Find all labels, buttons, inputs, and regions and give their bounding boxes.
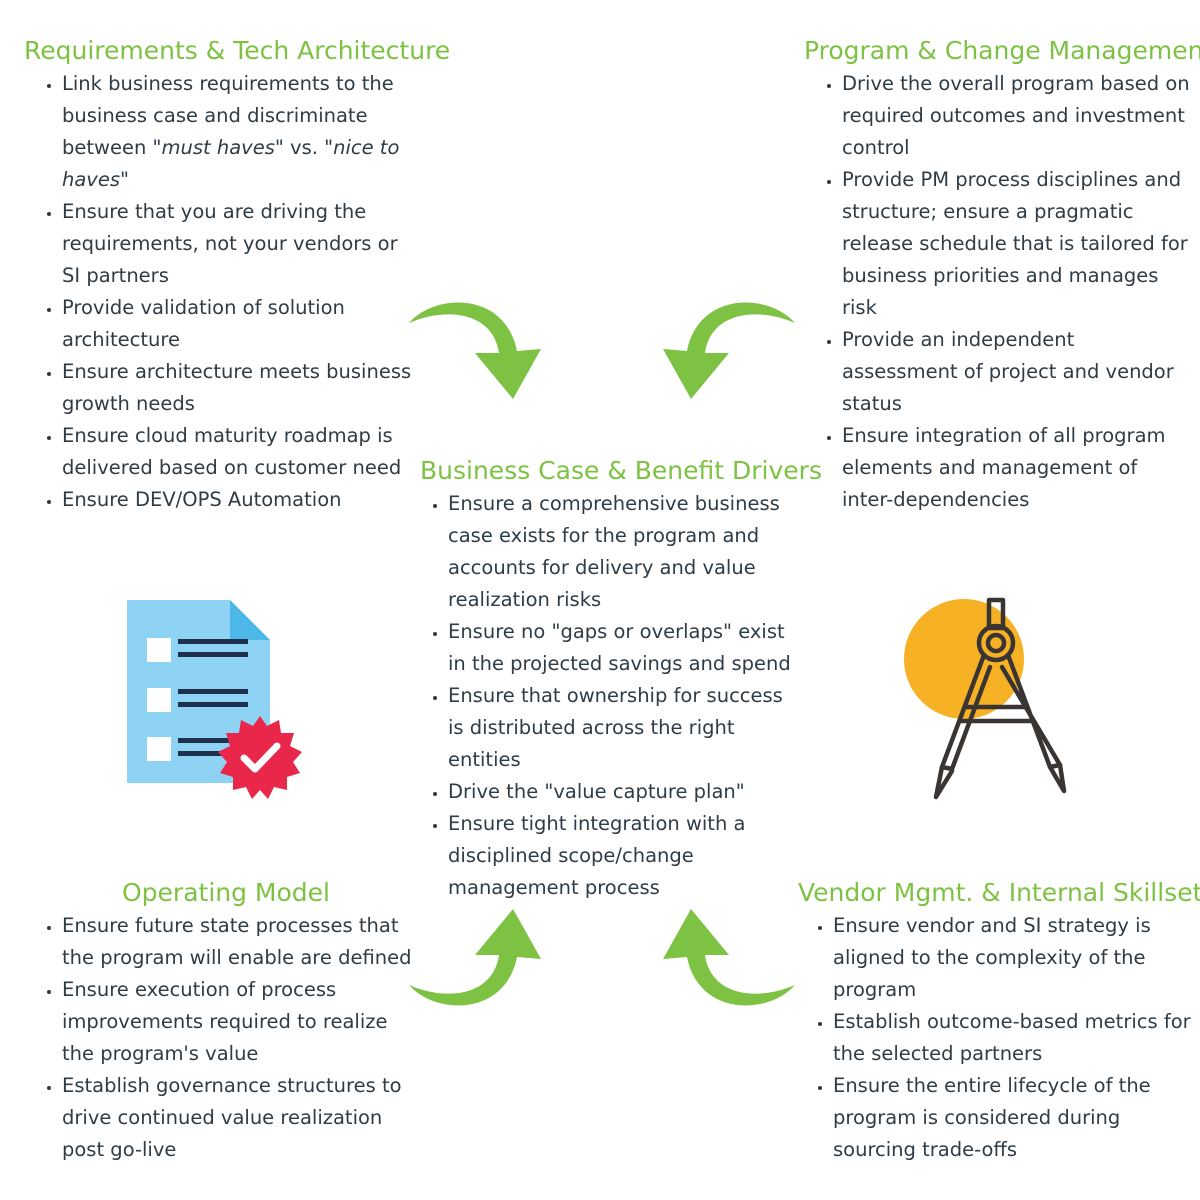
list-item: Link business requirements to the busine… <box>62 68 414 196</box>
curved-arrow-icon <box>663 909 795 1006</box>
vendor-list: Ensure vendor and SI strategy is aligned… <box>798 910 1198 1166</box>
curved-arrow-icon <box>409 302 541 399</box>
program-list: Drive the overall program based on requi… <box>804 68 1194 516</box>
business-case-list: Ensure a comprehensive business case exi… <box>420 488 800 904</box>
curved-arrow-icon <box>409 909 541 1006</box>
list-item: Ensure that you are driving the requirem… <box>62 196 414 292</box>
vendor-title: Vendor Mgmt. & Internal Skillsets <box>798 878 1200 907</box>
list-item: Provide validation of solution architect… <box>62 292 414 356</box>
list-item: Ensure the entire lifecycle of the progr… <box>833 1070 1198 1166</box>
program-panel: Program & Change Management Drive the ov… <box>804 34 1200 516</box>
operating-model-list: Ensure future state processes that the p… <box>24 910 414 1166</box>
list-item: Ensure execution of process improvements… <box>62 974 414 1070</box>
list-item: Ensure architecture meets business growt… <box>62 356 414 420</box>
list-item: Establish governance structures to drive… <box>62 1070 414 1166</box>
checklist-document-icon <box>127 600 270 783</box>
list-item: Drive the "value capture plan" <box>448 776 800 808</box>
approval-badge-icon <box>218 716 302 799</box>
list-item: Ensure cloud maturity roadmap is deliver… <box>62 420 414 484</box>
business-case-panel: Business Case & Benefit Drivers Ensure a… <box>420 454 822 904</box>
list-item: Ensure no "gaps or overlaps" exist in th… <box>448 616 800 680</box>
business-case-title: Business Case & Benefit Drivers <box>420 456 822 485</box>
curved-arrow-icon <box>663 302 795 399</box>
list-item: Provide PM process disciplines and struc… <box>842 164 1194 324</box>
list-item: Ensure that ownership for success is dis… <box>448 680 800 776</box>
list-item: Establish outcome-based metrics for the … <box>833 1006 1198 1070</box>
list-item: Ensure integration of all program elemen… <box>842 420 1194 516</box>
list-item: Drive the overall program based on requi… <box>842 68 1194 164</box>
drafting-compass-icon <box>904 597 1067 800</box>
requirements-title: Requirements & Tech Architecture <box>24 36 451 65</box>
operating-model-title: Operating Model <box>122 878 330 907</box>
list-item: Ensure future state processes that the p… <box>62 910 414 974</box>
operating-model-panel: Operating Model Ensure future state proc… <box>24 876 414 1166</box>
requirements-panel: Requirements & Tech Architecture Link bu… <box>24 34 451 516</box>
list-item: Ensure tight integration with a discipli… <box>448 808 800 904</box>
list-item: Ensure a comprehensive business case exi… <box>448 488 800 616</box>
list-item: Ensure DEV/OPS Automation <box>62 484 414 516</box>
program-title: Program & Change Management <box>804 36 1200 65</box>
list-item: Ensure vendor and SI strategy is aligned… <box>833 910 1198 1006</box>
requirements-list: Link business requirements to the busine… <box>24 68 414 516</box>
vendor-panel: Vendor Mgmt. & Internal Skillsets Ensure… <box>798 876 1200 1166</box>
list-item: Provide an independent assessment of pro… <box>842 324 1194 420</box>
